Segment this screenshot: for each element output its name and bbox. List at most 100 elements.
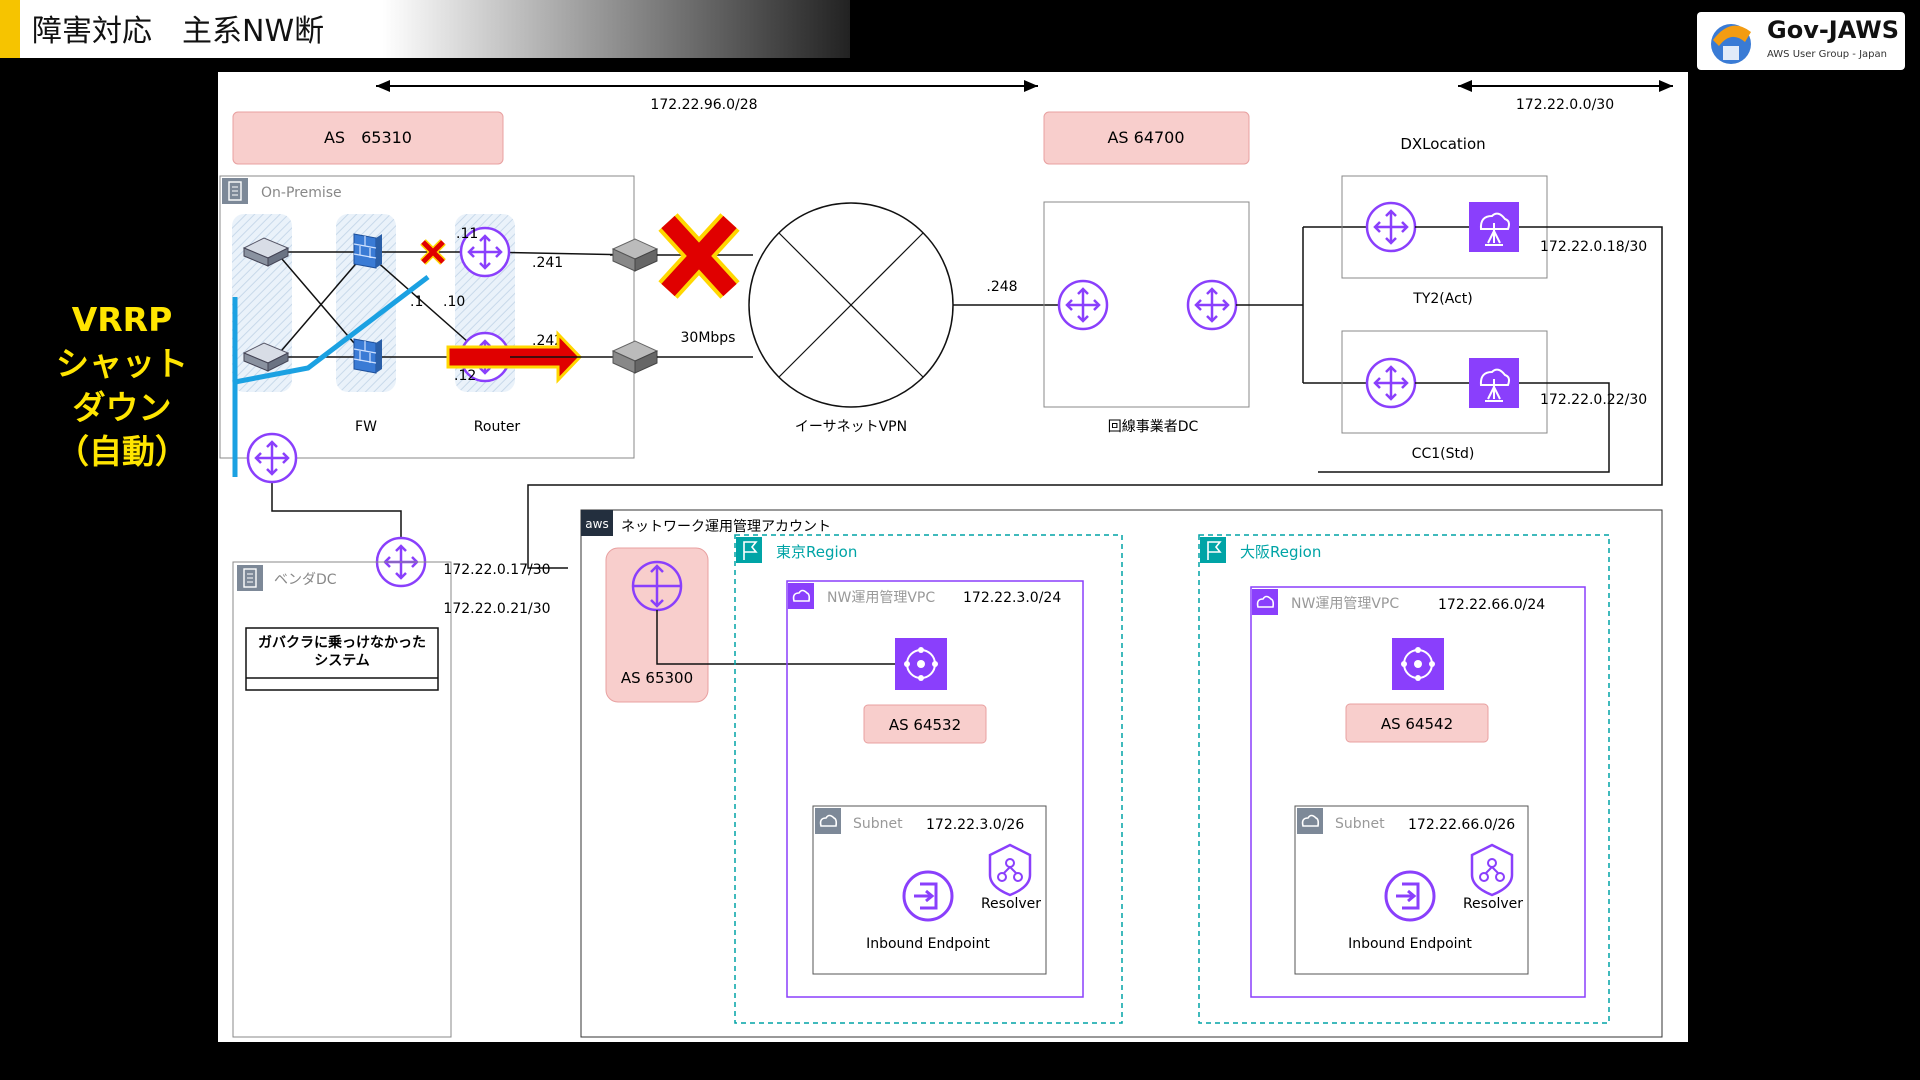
vpn-label: イーサネットVPN [795, 419, 907, 435]
as-label: AS 65300 [621, 669, 693, 687]
ip-label: .242 [532, 333, 563, 349]
ip-label: .248 [986, 279, 1017, 295]
callout-line: VRRP [71, 300, 173, 339]
router-icon [1365, 201, 1417, 253]
dx-gateway-icon [631, 560, 683, 612]
osaka-region-group [1198, 534, 1610, 1024]
vpc-label: NW運用管理VPC [1291, 596, 1399, 612]
cidr-label: 172.22.96.0/28 [650, 97, 757, 113]
as-box-tokyo [863, 704, 987, 744]
cc1-label: CC1(Std) [1412, 446, 1475, 462]
govcloud-note: システム [314, 653, 370, 669]
resolver-icon [988, 843, 1032, 897]
subnet-cidr: 172.22.3.0/26 [926, 817, 1024, 833]
router-label: Router [474, 419, 521, 435]
vrrp-shutdown-line [232, 275, 430, 477]
vendor-dc-group [232, 561, 452, 1038]
ip-label: .241 [532, 255, 563, 271]
vpc-label: NW運用管理VPC [827, 590, 935, 606]
router-icon [1365, 357, 1417, 409]
as-label: AS 64542 [1381, 715, 1453, 733]
vpc-icon [787, 582, 815, 610]
onprem-label: On-Premise [261, 185, 342, 201]
vpn-circle [748, 202, 954, 408]
onprem-group [219, 175, 635, 459]
cc1-group [1341, 330, 1548, 434]
cidr-label: 172.22.0.22/30 [1540, 392, 1647, 408]
aws-account-group [580, 509, 1663, 1038]
firewall-icon [353, 233, 383, 269]
tokyo-subnet-group [812, 805, 1047, 975]
tokyo-vpc-group [786, 580, 1084, 998]
resolver-label: Resolver [981, 896, 1041, 912]
cidr-label: 172.22.0.17/30 [443, 562, 550, 578]
logo-subtext: AWS User Group - Japan [1767, 49, 1887, 60]
vendor-link [271, 458, 402, 562]
govcloud-note: ガバクラに乗っけなかった [258, 634, 426, 651]
tokyo-region-label: 東京Region [776, 543, 857, 561]
aws-logo-icon [581, 510, 613, 536]
logo-text: Gov-JAWS [1767, 16, 1899, 44]
vpc-icon [1251, 588, 1279, 616]
inbound-endpoint-icon [902, 870, 954, 922]
as-box-carrier [1043, 111, 1250, 165]
subnet-label: Subnet [1335, 816, 1385, 832]
firewall-icon [353, 338, 383, 374]
span-arrow-left [376, 80, 1038, 92]
dx-links [1236, 226, 1391, 384]
small-fail-x-icon [420, 239, 446, 265]
as-label: AS 64532 [889, 716, 961, 734]
as-box-onprem [232, 111, 504, 165]
diagram-canvas: 172.22.96.0/28 172.22.0.0/30 AS 65310 AS… [218, 72, 1688, 1042]
endpoint-label: Inbound Endpoint [866, 936, 990, 952]
network-diagram: 172.22.96.0/28 172.22.0.0/30 AS 65310 AS… [219, 80, 1673, 1038]
vrrp-callout: VRRP シャット ダウン （自動） [22, 298, 222, 474]
transit-gateway-icon [1391, 637, 1445, 691]
ip-label: .1 [410, 294, 423, 310]
region-flag-icon [1199, 536, 1227, 564]
building-icon [221, 177, 249, 205]
logo-icon [1711, 24, 1751, 64]
govcloud-note-box [245, 627, 439, 691]
callout-line: ダウン [72, 388, 172, 427]
aws-badge: aws [585, 517, 608, 531]
osaka-subnet-group [1294, 805, 1529, 975]
dx-to-dxgw-links [527, 226, 1663, 569]
ty2-label: TY2(Act) [1412, 291, 1472, 307]
gov-jaws-logo: Gov-JAWS AWS User Group - Japan [1697, 12, 1905, 70]
bandwidth-label: 30Mbps [681, 330, 736, 346]
ce-device-icon [612, 238, 658, 272]
router-icon [246, 432, 298, 484]
large-fail-x-icon [658, 213, 740, 299]
carrier-dc-label: 回線事業者DC [1108, 419, 1199, 435]
subnet-icon [1296, 807, 1324, 835]
ip-label: .11 [456, 226, 478, 242]
osaka-region-label: 大阪Region [1240, 543, 1321, 561]
inbound-endpoint-icon [1384, 870, 1436, 922]
subnet-cidr: 172.22.66.0/26 [1408, 817, 1515, 833]
tokyo-region-group [734, 534, 1123, 1024]
span-arrow-right [1458, 80, 1673, 92]
vendor-dc-label: ベンダDC [274, 572, 337, 588]
title-accent [0, 0, 20, 58]
osaka-vpc-group [1250, 586, 1586, 998]
direct-connect-icon [1468, 357, 1520, 409]
endpoint-label: Inbound Endpoint [1348, 936, 1472, 952]
fw-label: FW [355, 419, 377, 435]
as-label: AS 64700 [1107, 128, 1184, 147]
subnet-label: Subnet [853, 816, 903, 832]
building-icon [236, 564, 264, 592]
resolver-label: Resolver [1463, 896, 1523, 912]
slide-title: 障害対応 主系NW断 [32, 14, 325, 49]
transit-gateway-icon [894, 637, 948, 691]
router-icon [1186, 279, 1238, 331]
subnet-icon [814, 807, 842, 835]
title-bar: 障害対応 主系NW断 [0, 0, 850, 58]
router-icon [1057, 279, 1109, 331]
ce-device-icon [612, 340, 658, 374]
account-label: ネットワーク運用管理アカウント [621, 519, 831, 535]
dx-location-label: DXLocation [1400, 135, 1485, 153]
as-label: AS 65310 [324, 128, 412, 147]
callout-line: （自動） [56, 432, 188, 471]
ip-label: .12 [454, 368, 476, 384]
